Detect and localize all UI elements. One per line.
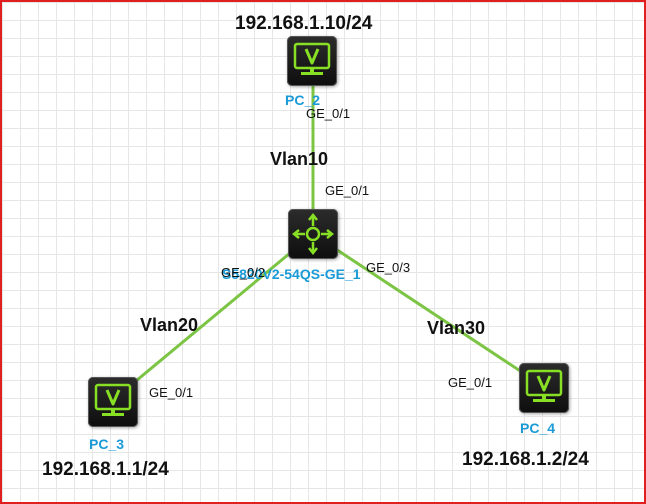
pc2-node[interactable] — [287, 36, 337, 86]
pc4-port-label: GE_0/1 — [448, 375, 493, 390]
pc2-name-label: PC_2 — [285, 92, 321, 108]
monitor-icon — [293, 42, 331, 75]
switch-port-up-label: GE_0/1 — [325, 183, 370, 198]
link-switch-pc4[interactable] — [312, 232, 544, 388]
pc3-ip-label: 192.168.1.1/24 — [42, 459, 169, 480]
link-switch-pc3[interactable] — [112, 232, 314, 402]
pc3-node[interactable] — [88, 377, 138, 427]
pc4-ip-label: 192.168.1.2/24 — [462, 449, 589, 470]
vlan20-label: Vlan20 — [140, 315, 199, 335]
pc2-ip-label: 192.168.1.10/24 — [235, 13, 373, 34]
vlan30-label: Vlan30 — [427, 318, 486, 338]
pc4-node[interactable] — [519, 363, 569, 413]
pc4-name-label: PC_4 — [520, 420, 556, 436]
pc2-port-label: GE_0/1 — [306, 106, 351, 121]
switch-port-left-label: GE_0/2 — [221, 265, 266, 280]
switch-router-icon — [291, 212, 335, 256]
vlan10-label: Vlan10 — [270, 149, 329, 169]
switch-node[interactable] — [288, 209, 338, 259]
switch-port-right-label: GE_0/3 — [366, 260, 411, 275]
pc3-name-label: PC_3 — [89, 436, 125, 452]
pc3-port-label: GE_0/1 — [149, 385, 194, 400]
monitor-icon — [94, 383, 132, 416]
switch-name-label: S5820V2-54QS-GE_1 — [222, 266, 361, 282]
monitor-icon — [525, 369, 563, 402]
